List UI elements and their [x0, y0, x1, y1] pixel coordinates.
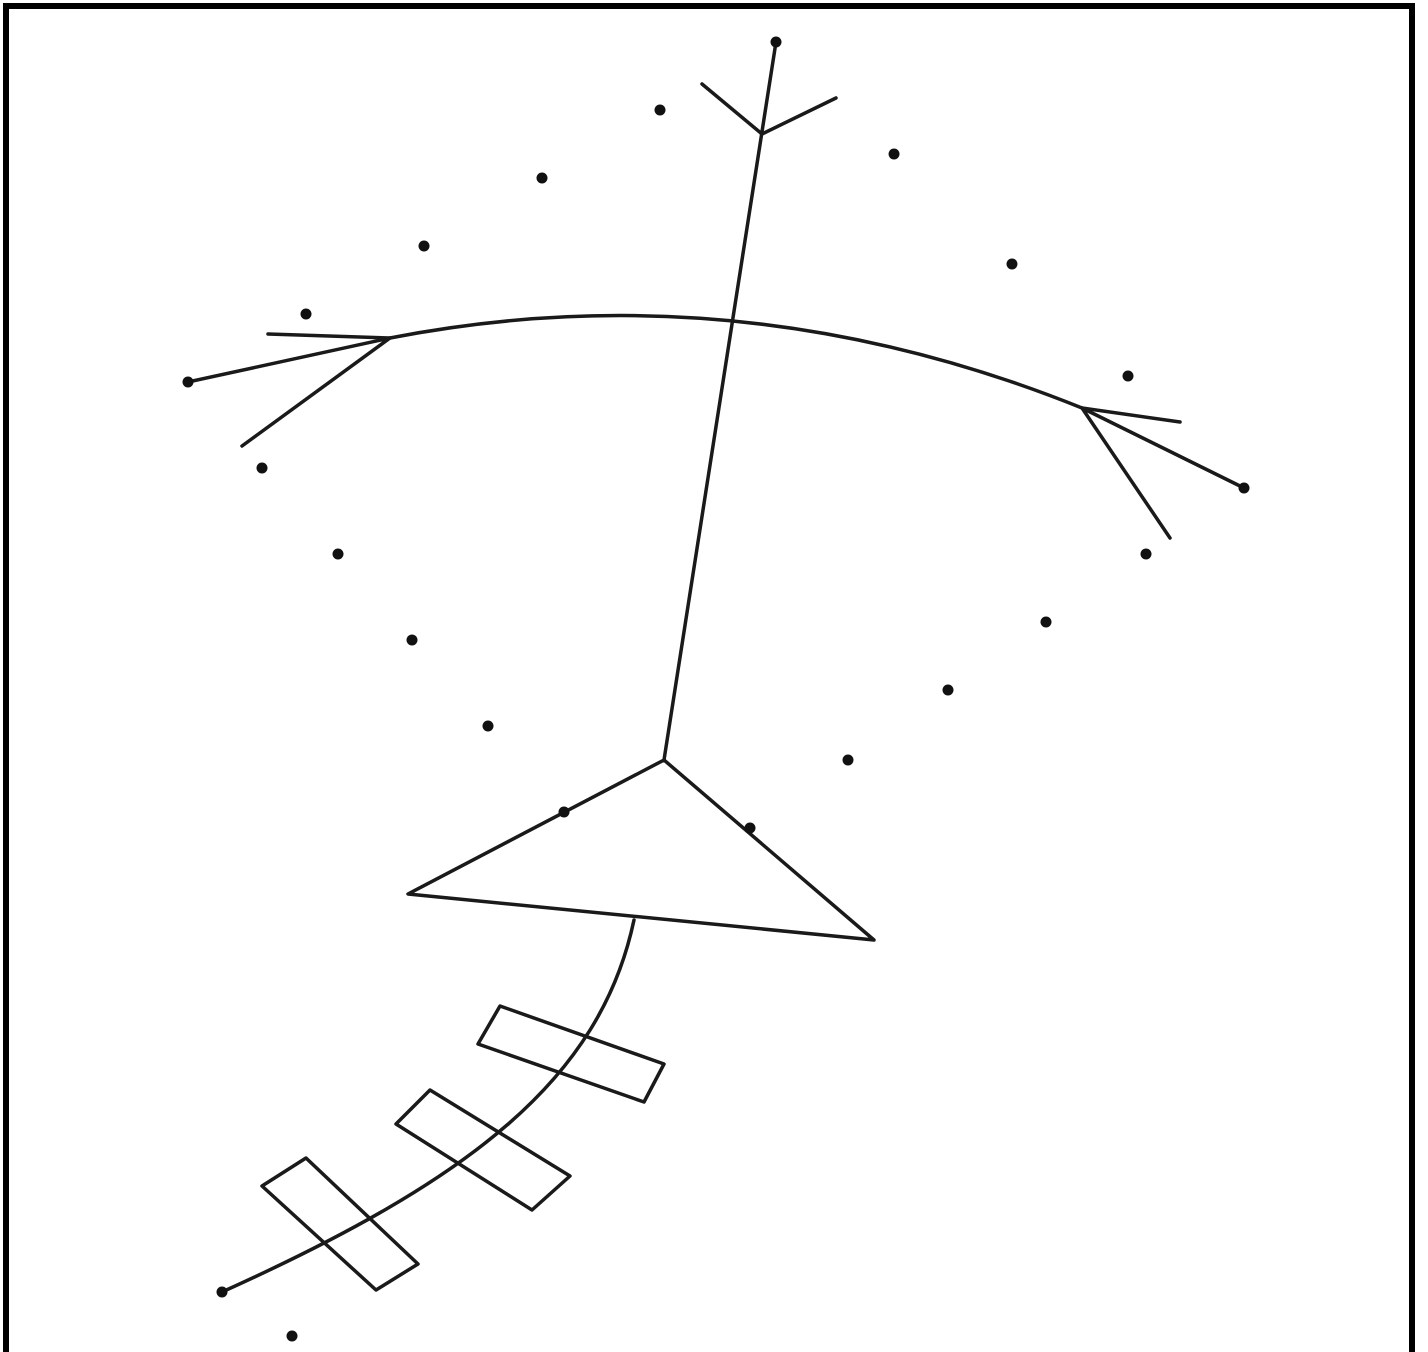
kite-cross-arc [390, 316, 1082, 408]
kite-tail-string [222, 920, 634, 1292]
connect-dot-13 [1007, 259, 1018, 270]
connect-dot-21 [217, 1287, 228, 1298]
connect-dot-2 [655, 105, 666, 116]
connect-dot-18 [943, 685, 954, 696]
connect-dot-9 [407, 635, 418, 646]
connect-dot-17 [1041, 617, 1052, 628]
connect-dot-7 [257, 463, 268, 474]
connect-dot-16 [1141, 549, 1152, 560]
connect-dot-22 [287, 1331, 298, 1342]
tail-bow-1 [478, 1006, 664, 1102]
left-arrow-shaft [268, 334, 390, 338]
outer-frame [6, 6, 1412, 1352]
connect-dot-14 [1123, 371, 1134, 382]
connect-dot-11 [559, 807, 570, 818]
connect-dot-15 [1239, 483, 1250, 494]
left-arrow-head [188, 338, 390, 446]
connect-dot-10 [483, 721, 494, 732]
connect-dot-4 [419, 241, 430, 252]
connect-dot-20 [745, 823, 756, 834]
right-arrow-head [1082, 408, 1244, 538]
connect-dot-1 [771, 37, 782, 48]
connect-dot-12 [889, 149, 900, 160]
connect-dot-8 [333, 549, 344, 560]
kite-spine [664, 42, 776, 760]
tail-bow-3 [262, 1158, 418, 1290]
connect-dot-3 [537, 173, 548, 184]
connect-dot-6 [183, 377, 194, 388]
kite-triangle [408, 760, 874, 940]
tail-bow-2 [396, 1090, 570, 1210]
connect-dot-5 [301, 309, 312, 320]
connect-dot-19 [843, 755, 854, 766]
